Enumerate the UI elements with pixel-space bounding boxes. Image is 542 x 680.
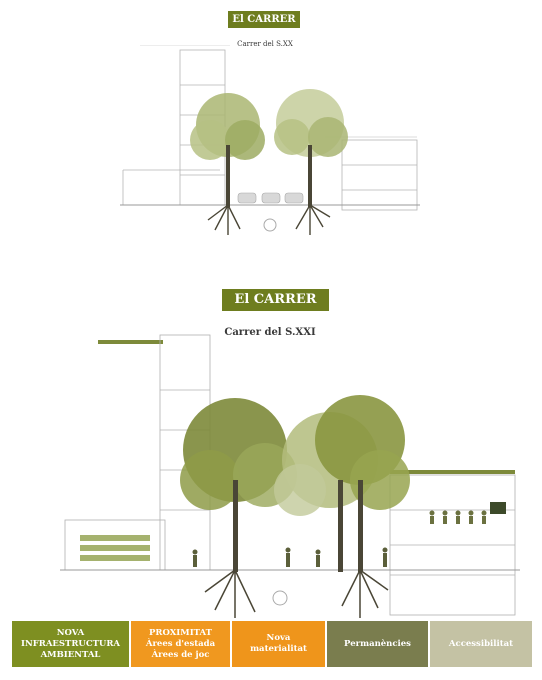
tree-roots [204,569,389,618]
legend-line: Nova [266,633,291,643]
green-roof-right [390,470,515,474]
classroom-people [429,502,506,524]
street-section-20th-century [120,45,420,235]
parked-cars [237,192,304,204]
top-title-badge: El CARRER [228,11,300,28]
legend-line: materialitat [250,644,307,654]
right-tree [274,89,348,235]
legend-line: Accessibilitat [448,638,514,649]
left-tree [190,93,265,235]
green-roof-left [98,340,163,344]
legend-bar: NOVA INFRAESTRUCTURA AMBIENTAL PROXIMITA… [12,621,532,667]
bottom-title-badge: El CARRER [222,289,329,311]
legend-line: PROXIMITAT [149,627,212,638]
right-building [389,474,516,616]
legend-line: INFRAESTRUCTURA [20,638,121,649]
legend-item-nova-materialitat: Nova materialitat [232,621,325,667]
legend-line: Permanències [344,638,411,649]
library-shelves [80,535,150,561]
legend-line: Àrees d'estada [145,638,216,649]
bottom-caption: Carrer del S.XXI [224,327,316,338]
street-trees [180,395,410,572]
street-section-21st-century [60,334,520,618]
legend-item-nova-infraestructura: NOVA INFRAESTRUCTURA AMBIENTAL [12,621,129,667]
legend-line: AMBIENTAL [40,649,101,660]
legend-line: NOVA [56,627,85,638]
utility-tunnel [263,218,277,232]
legend-item-accessibilitat: Accessibilitat [430,621,532,667]
pedestrians [192,547,388,567]
top-caption: Carrer del S.XX [237,40,293,48]
legend-item-permanencies: Permanències [327,621,428,667]
utility-tunnel [272,590,288,606]
legend-item-proximitat: PROXIMITAT Àrees d'estada Àrees de joc [131,621,230,667]
legend-line: Àrees de joc [151,649,210,660]
